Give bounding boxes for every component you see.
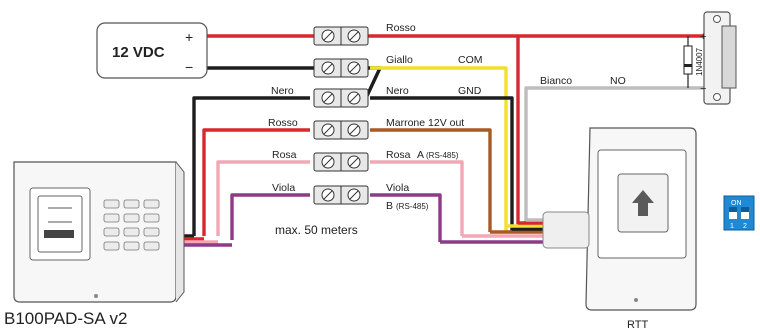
- keypad-key: [143, 227, 160, 237]
- label-marrone: Marrone 12V out: [386, 117, 464, 129]
- wires: [176, 34, 712, 247]
- power-plus-sign: +: [185, 29, 193, 45]
- label-rosso-top: Rosso: [386, 22, 416, 34]
- wire-violet-relay: [370, 193, 442, 242]
- keypad-key: [143, 199, 160, 209]
- arrow-up-icon: [632, 190, 654, 216]
- wire-pink-relay: [370, 160, 464, 236]
- terminal-block: [313, 152, 369, 172]
- terminal-block: [313, 88, 369, 108]
- label-viola-right: Viola: [386, 182, 409, 194]
- label-giallo: Giallo: [386, 54, 413, 66]
- dip-pos-1: 1: [730, 223, 734, 230]
- diode-label: 1N4007: [695, 47, 704, 76]
- fingerprint-sensor: [37, 195, 83, 253]
- lock-minus-sign: −: [700, 83, 706, 95]
- dip-on-label: ON: [731, 200, 742, 207]
- wire-red-keypad: [202, 128, 310, 236]
- wire-white-no: [524, 86, 712, 232]
- keypad-key: [143, 213, 160, 223]
- distance-note: max. 50 meters: [275, 223, 358, 237]
- power-supply-label: 12 VDC: [112, 44, 165, 61]
- electric-lock: + − 1N4007: [683, 11, 737, 105]
- wire-violet-keypad: [230, 193, 310, 240]
- wire-labels: Rosso Giallo COM Nero Nero GND Rosso Mar…: [268, 22, 626, 237]
- label-gnd: GND: [458, 85, 482, 97]
- wire-black-keypad: [192, 96, 310, 236]
- label-viola-left: Viola: [272, 182, 295, 194]
- dip-pos-2: 2: [743, 223, 747, 230]
- keypad-key: [123, 199, 140, 209]
- relay-name: RTT: [627, 319, 648, 331]
- terminal-block: [313, 58, 369, 78]
- wire-black-gnd: [370, 96, 514, 232]
- label-rosa-right: Rosa: [386, 149, 411, 161]
- keypad-key: [103, 227, 120, 237]
- wire-brown-12v: [370, 128, 492, 232]
- power-minus-sign: −: [185, 59, 193, 75]
- relay-device: [542, 127, 697, 311]
- terminal-block: [313, 185, 369, 205]
- keypad-key: [123, 241, 140, 251]
- keypad-key: [123, 213, 140, 223]
- lock-plus-sign: +: [700, 31, 706, 43]
- label-com: COM: [458, 54, 483, 66]
- keypad-key: [123, 227, 140, 237]
- terminal-block: [313, 26, 369, 46]
- label-no: NO: [610, 75, 626, 87]
- label-bianco: Bianco: [540, 75, 572, 87]
- label-viola-b: B: [386, 200, 393, 212]
- label-nero-left: Nero: [271, 85, 294, 97]
- label-nero-right: Nero: [386, 85, 409, 97]
- keypad-keys: [103, 199, 160, 251]
- label-viola-b-sub: (RS-485): [396, 202, 429, 211]
- keypad-device: [13, 161, 185, 303]
- keypad-key: [143, 241, 160, 251]
- terminal-block: [313, 120, 369, 140]
- label-rosa-a: A: [417, 149, 424, 161]
- label-rosso-left: Rosso: [268, 117, 298, 129]
- dip-switch: ON 1 2: [723, 195, 755, 231]
- keypad-key: [103, 213, 120, 223]
- power-supply: 12 VDC + −: [96, 22, 208, 79]
- terminal-blocks: [313, 26, 369, 205]
- label-rosa-left: Rosa: [272, 149, 297, 161]
- wire-yellow-com: [370, 66, 508, 232]
- keypad-key: [103, 199, 120, 209]
- wire-pink-keypad: [216, 160, 310, 236]
- keypad-key: [103, 241, 120, 251]
- keypad-name: B100PAD-SA v2: [4, 309, 127, 328]
- label-rosa-a-sub: (RS-485): [426, 151, 459, 160]
